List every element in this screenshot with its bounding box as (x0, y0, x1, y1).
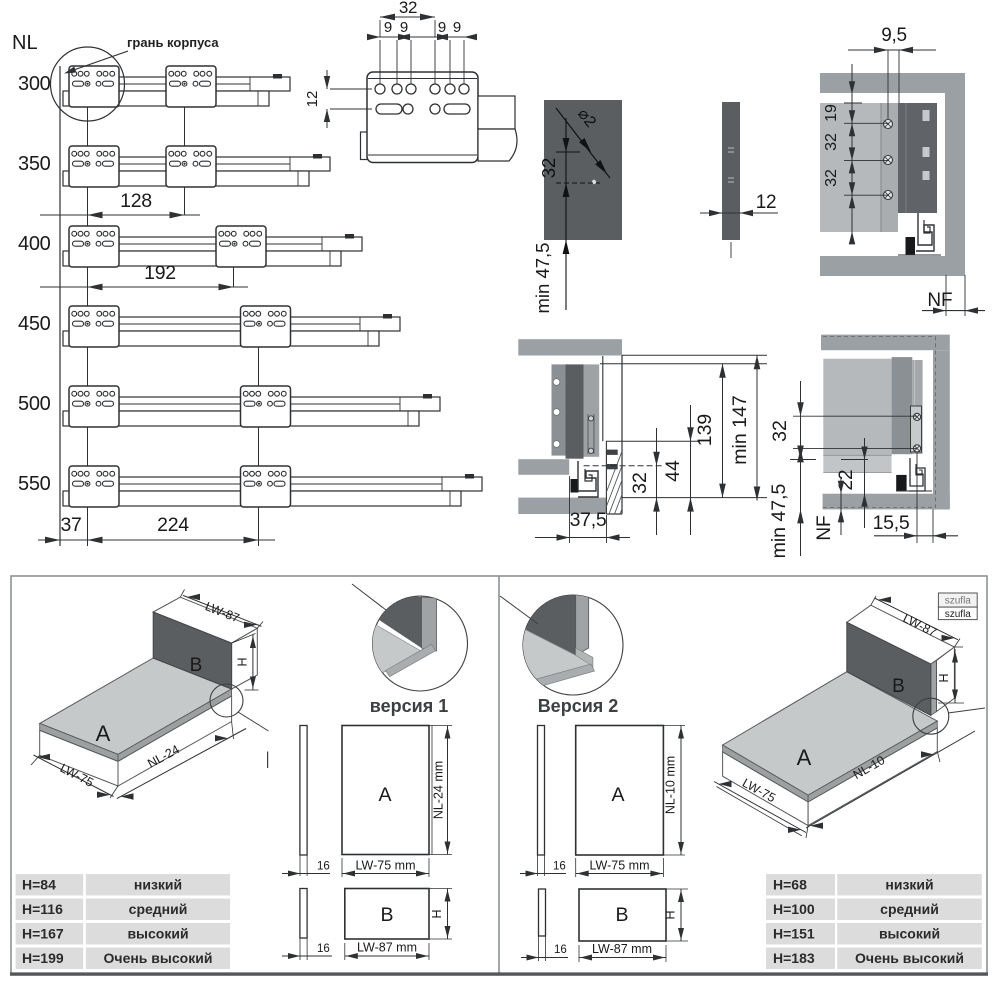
svg-text:A: A (96, 721, 111, 746)
svg-text:H=100: H=100 (773, 901, 815, 917)
svg-text:16: 16 (317, 943, 330, 955)
svg-text:44: 44 (662, 460, 684, 482)
svg-text:версия 1: версия 1 (370, 696, 448, 716)
svg-text:H=199: H=199 (22, 950, 64, 966)
svg-text:19: 19 (823, 104, 840, 122)
svg-text:LW-87 mm: LW-87 mm (357, 941, 417, 955)
svg-text:NL-10 mm: NL-10 mm (664, 756, 678, 814)
svg-text:H=167: H=167 (22, 926, 64, 942)
svg-text:H: H (664, 910, 678, 919)
svg-text:B: B (615, 904, 628, 926)
svg-text:низкий: низкий (885, 877, 933, 893)
svg-text:NL-24 mm: NL-24 mm (432, 761, 446, 819)
svg-text:224: 224 (157, 514, 189, 536)
svg-text:грань корпуса: грань корпуса (127, 35, 219, 50)
svg-text:A: A (797, 745, 812, 770)
svg-text:szufla: szufla (945, 596, 972, 607)
svg-text:NL: NL (12, 32, 38, 54)
svg-text:низкий: низкий (134, 877, 182, 893)
svg-text:LW-87 mm: LW-87 mm (592, 942, 652, 956)
svg-text:32: 32 (538, 158, 559, 179)
svg-text:H=116: H=116 (22, 901, 63, 917)
svg-text:A: A (378, 784, 391, 806)
svg-text:H: H (430, 909, 444, 918)
svg-text:высокий: высокий (879, 926, 940, 942)
svg-text:450: 450 (18, 313, 51, 335)
svg-text:32: 32 (769, 420, 791, 442)
svg-text:9: 9 (400, 19, 408, 36)
svg-text:H=68: H=68 (773, 877, 807, 893)
svg-text:550: 550 (18, 473, 51, 495)
svg-text:LW-75 mm: LW-75 mm (356, 859, 416, 873)
svg-text:NF: NF (814, 515, 835, 540)
svg-text:A: A (611, 784, 624, 806)
svg-text:15,5: 15,5 (873, 512, 910, 534)
svg-text:22: 22 (836, 469, 857, 490)
svg-text:szufla: szufla (945, 609, 972, 620)
svg-text:192: 192 (144, 262, 176, 284)
svg-text:16: 16 (553, 861, 566, 873)
svg-text:H=183: H=183 (773, 950, 815, 966)
svg-text:Версия 2: Версия 2 (538, 696, 619, 716)
svg-text:32: 32 (823, 133, 840, 151)
svg-text:Очень высокий: Очень высокий (855, 950, 964, 966)
svg-text:32: 32 (823, 169, 840, 187)
svg-text:32: 32 (399, 0, 417, 17)
svg-text:500: 500 (18, 393, 51, 415)
svg-text:9,5: 9,5 (881, 25, 907, 46)
svg-text:37: 37 (60, 514, 81, 536)
svg-text:H: H (236, 657, 250, 666)
svg-text:16: 16 (317, 861, 330, 873)
svg-text:высокий: высокий (127, 926, 188, 942)
svg-text:300: 300 (18, 73, 51, 95)
svg-text:37,5: 37,5 (570, 509, 607, 531)
svg-text:139: 139 (694, 414, 716, 447)
svg-text:min 147: min 147 (729, 395, 751, 464)
svg-text:12: 12 (304, 91, 321, 108)
svg-text:средний: средний (129, 901, 188, 917)
svg-text:9: 9 (438, 19, 446, 36)
svg-text:400: 400 (18, 233, 51, 255)
svg-text:H=84: H=84 (22, 877, 56, 893)
svg-text:350: 350 (18, 153, 51, 175)
svg-text:min 47,5: min 47,5 (768, 483, 790, 558)
svg-text:H: H (937, 673, 951, 682)
svg-text:средний: средний (880, 901, 939, 917)
svg-text:128: 128 (120, 190, 152, 212)
svg-text:Очень высокий: Очень высокий (104, 950, 213, 966)
svg-text:LW-75 mm: LW-75 mm (590, 859, 650, 873)
svg-text:9: 9 (384, 19, 392, 36)
svg-text:min 47,5: min 47,5 (532, 243, 553, 314)
svg-text:H=151: H=151 (773, 926, 815, 942)
svg-text:16: 16 (554, 944, 567, 956)
svg-text:32: 32 (629, 472, 651, 494)
svg-text:12: 12 (756, 192, 777, 213)
svg-text:9: 9 (453, 19, 461, 36)
svg-text:B: B (892, 676, 905, 697)
svg-text:B: B (190, 655, 203, 676)
svg-text:B: B (380, 904, 393, 926)
svg-text:NF: NF (927, 290, 952, 311)
